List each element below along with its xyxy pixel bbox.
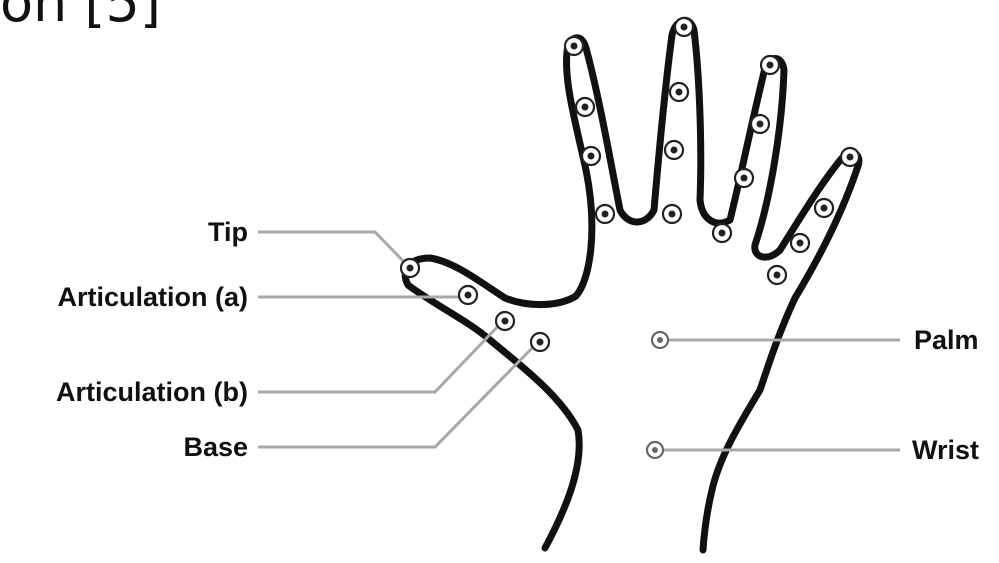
keypoint-thumb-base	[531, 333, 549, 351]
keypoint-index-base	[596, 205, 614, 223]
keypoint-middle-articulation-a	[670, 83, 688, 101]
palm-label: Palm	[914, 325, 979, 355]
keypoint-wrist	[647, 442, 663, 458]
keypoint-index-articulation-b	[582, 147, 600, 165]
keypoint-middle-tip	[675, 18, 693, 36]
articulation-b-label: Articulation (b)	[56, 377, 248, 407]
keypoint-index-tip	[565, 37, 583, 55]
keypoint-thumb-articulation-b	[496, 312, 514, 330]
hand-outline	[405, 20, 859, 550]
keypoint-thumb-articulation-a	[459, 286, 477, 304]
wrist-label: Wrist	[912, 435, 979, 465]
keypoint-middle-base	[663, 205, 681, 223]
tip-leader-line	[258, 232, 410, 268]
keypoint-palm	[652, 332, 668, 348]
keypoint-ring-articulation-b	[735, 169, 753, 187]
keypoint-index-articulation-a	[576, 98, 594, 116]
keypoint-pinky-tip	[841, 148, 859, 166]
keypoint-ring-base	[713, 224, 731, 242]
base-leader-line	[258, 342, 538, 447]
articulation-b-leader-line	[258, 322, 502, 392]
keypoint-ring-tip	[761, 56, 779, 74]
keypoint-pinky-articulation-a	[815, 199, 833, 217]
keypoint-pinky-articulation-b	[791, 234, 809, 252]
keypoint-middle-articulation-b	[665, 141, 683, 159]
keypoint-thumb-tip	[401, 259, 419, 277]
articulation-a-label: Articulation (a)	[57, 282, 248, 312]
keypoint-pinky-base	[768, 266, 786, 284]
base-label: Base	[183, 432, 248, 462]
tip-label: Tip	[208, 217, 248, 247]
keypoint-ring-articulation-a	[751, 115, 769, 133]
